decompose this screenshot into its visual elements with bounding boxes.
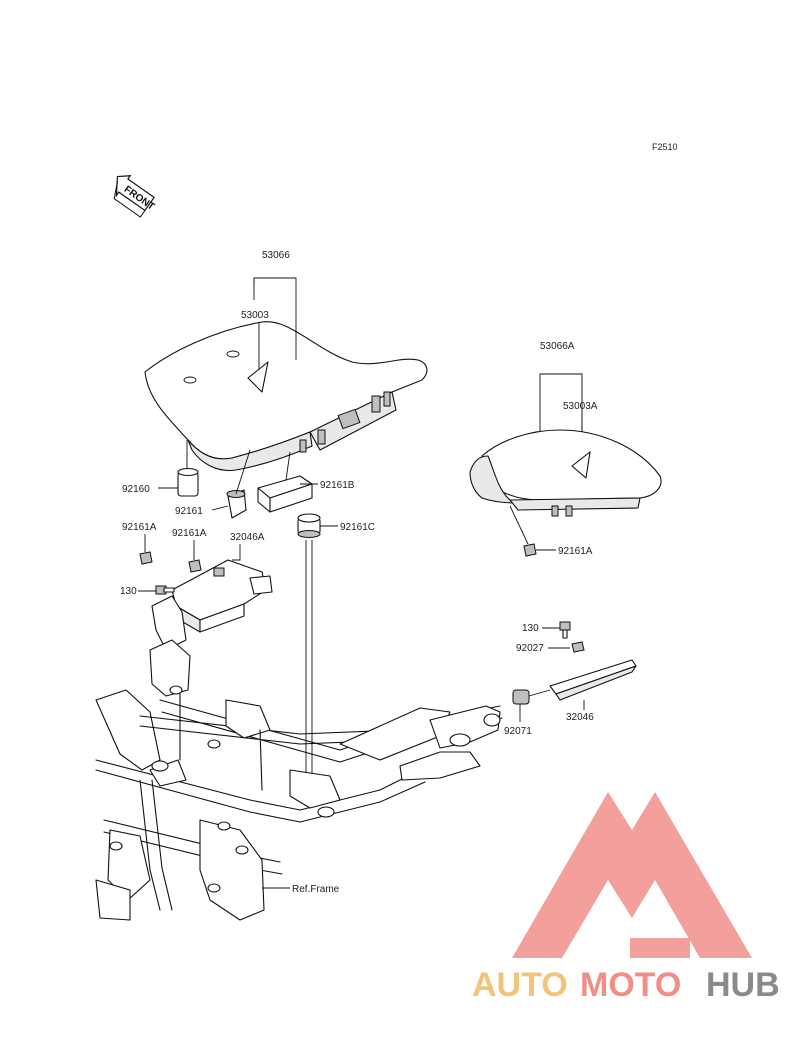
label-32046A: 32046A <box>230 532 265 543</box>
brand-moto: MOTO <box>580 966 681 1004</box>
label-92071: 92071 <box>504 726 532 737</box>
nut-92161A-1 <box>139 551 153 565</box>
pad-92161B <box>257 475 313 513</box>
label-53066A: 53066A <box>540 341 575 352</box>
brand-auto: AUTO <box>472 966 568 1004</box>
label-53066: 53066 <box>262 250 290 261</box>
label-130-right: 130 <box>522 623 539 634</box>
damper-92160 <box>177 467 199 497</box>
brand-hub: HUB <box>706 966 780 1004</box>
collar-92027 <box>571 641 585 653</box>
label-92161B: 92161B <box>320 480 355 491</box>
label-53003: 53003 <box>241 310 269 321</box>
nut-92161A-3 <box>523 543 537 557</box>
bracket-32046 <box>549 659 637 701</box>
label-130-left: 130 <box>120 586 137 597</box>
label-92161C: 92161C <box>340 522 375 533</box>
label-92161A-3: 92161A <box>558 546 593 557</box>
label-92161: 92161 <box>175 506 203 517</box>
label-ref-frame: Ref.Frame <box>292 884 340 895</box>
damper-92071 <box>512 689 530 705</box>
label-92161A-2: 92161A <box>172 528 207 539</box>
damper-92161C <box>297 513 321 538</box>
motorcycle-frame <box>95 639 503 921</box>
damper-92161 <box>226 489 247 519</box>
front-seat <box>144 321 428 472</box>
label-92161A-1: 92161A <box>122 522 157 533</box>
label-53003A: 53003A <box>563 401 598 412</box>
label-92160: 92160 <box>122 484 150 495</box>
label-92027: 92027 <box>516 643 544 654</box>
diagram-code: F2510 <box>652 142 678 152</box>
bracket-32046A <box>151 559 273 651</box>
bolt-130-right <box>559 621 571 639</box>
front-arrow-icon: FRONT <box>113 175 156 218</box>
watermark-brand: AUTO MOTO HUB <box>472 966 780 1004</box>
watermark-logo <box>512 792 752 958</box>
nut-92161A-2 <box>188 559 202 573</box>
rear-seat <box>469 429 662 517</box>
bolt-130-left <box>155 585 175 595</box>
label-32046: 32046 <box>566 712 594 723</box>
